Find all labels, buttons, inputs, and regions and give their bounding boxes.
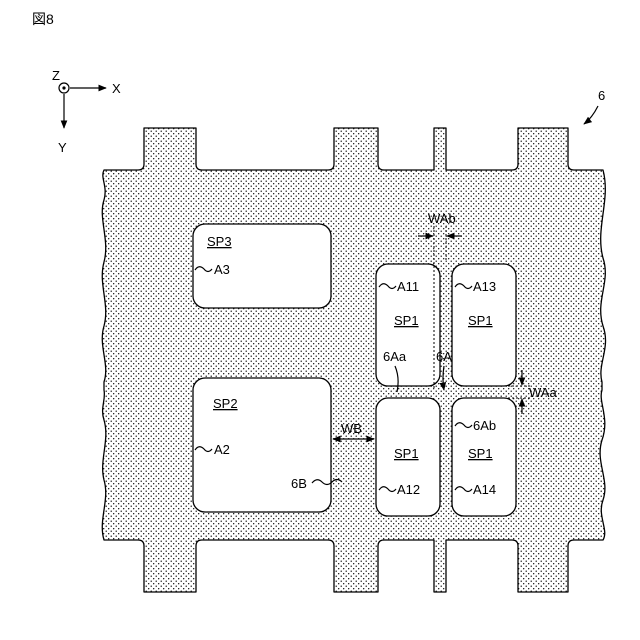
ref-6-arrow — [584, 106, 598, 124]
label-6Aa: 6Aa — [383, 349, 407, 364]
label-a13: A13 — [473, 279, 496, 294]
label-WB: WB — [341, 421, 362, 436]
label-sp1-a11: SP1 — [394, 313, 419, 328]
label-a2: A2 — [214, 442, 230, 457]
label-6Ab: 6Ab — [473, 418, 496, 433]
axis-z-label: Z — [52, 68, 60, 83]
label-a12: A12 — [397, 482, 420, 497]
label-6B: 6B — [291, 476, 307, 491]
axis-x-label: X — [112, 81, 121, 96]
axis-y-label: Y — [58, 140, 67, 155]
label-sp1-a14: SP1 — [468, 446, 493, 461]
label-sp2: SP2 — [213, 396, 238, 411]
figure-title: 図8 — [32, 11, 54, 27]
label-6A: 6A — [436, 349, 452, 364]
label-sp1-a12: SP1 — [394, 446, 419, 461]
label-sp3: SP3 — [207, 234, 232, 249]
label-a11: A11 — [397, 279, 419, 294]
label-WAb: WAb — [428, 211, 456, 226]
label-WAa: WAa — [529, 385, 557, 400]
label-a14: A14 — [473, 482, 496, 497]
label-sp1-a13: SP1 — [468, 313, 493, 328]
axis-indicator: Z X Y — [52, 68, 121, 155]
dotted-layer-6 — [102, 128, 605, 592]
ref-numeral-6: 6 — [598, 88, 605, 103]
label-a3: A3 — [214, 262, 230, 277]
